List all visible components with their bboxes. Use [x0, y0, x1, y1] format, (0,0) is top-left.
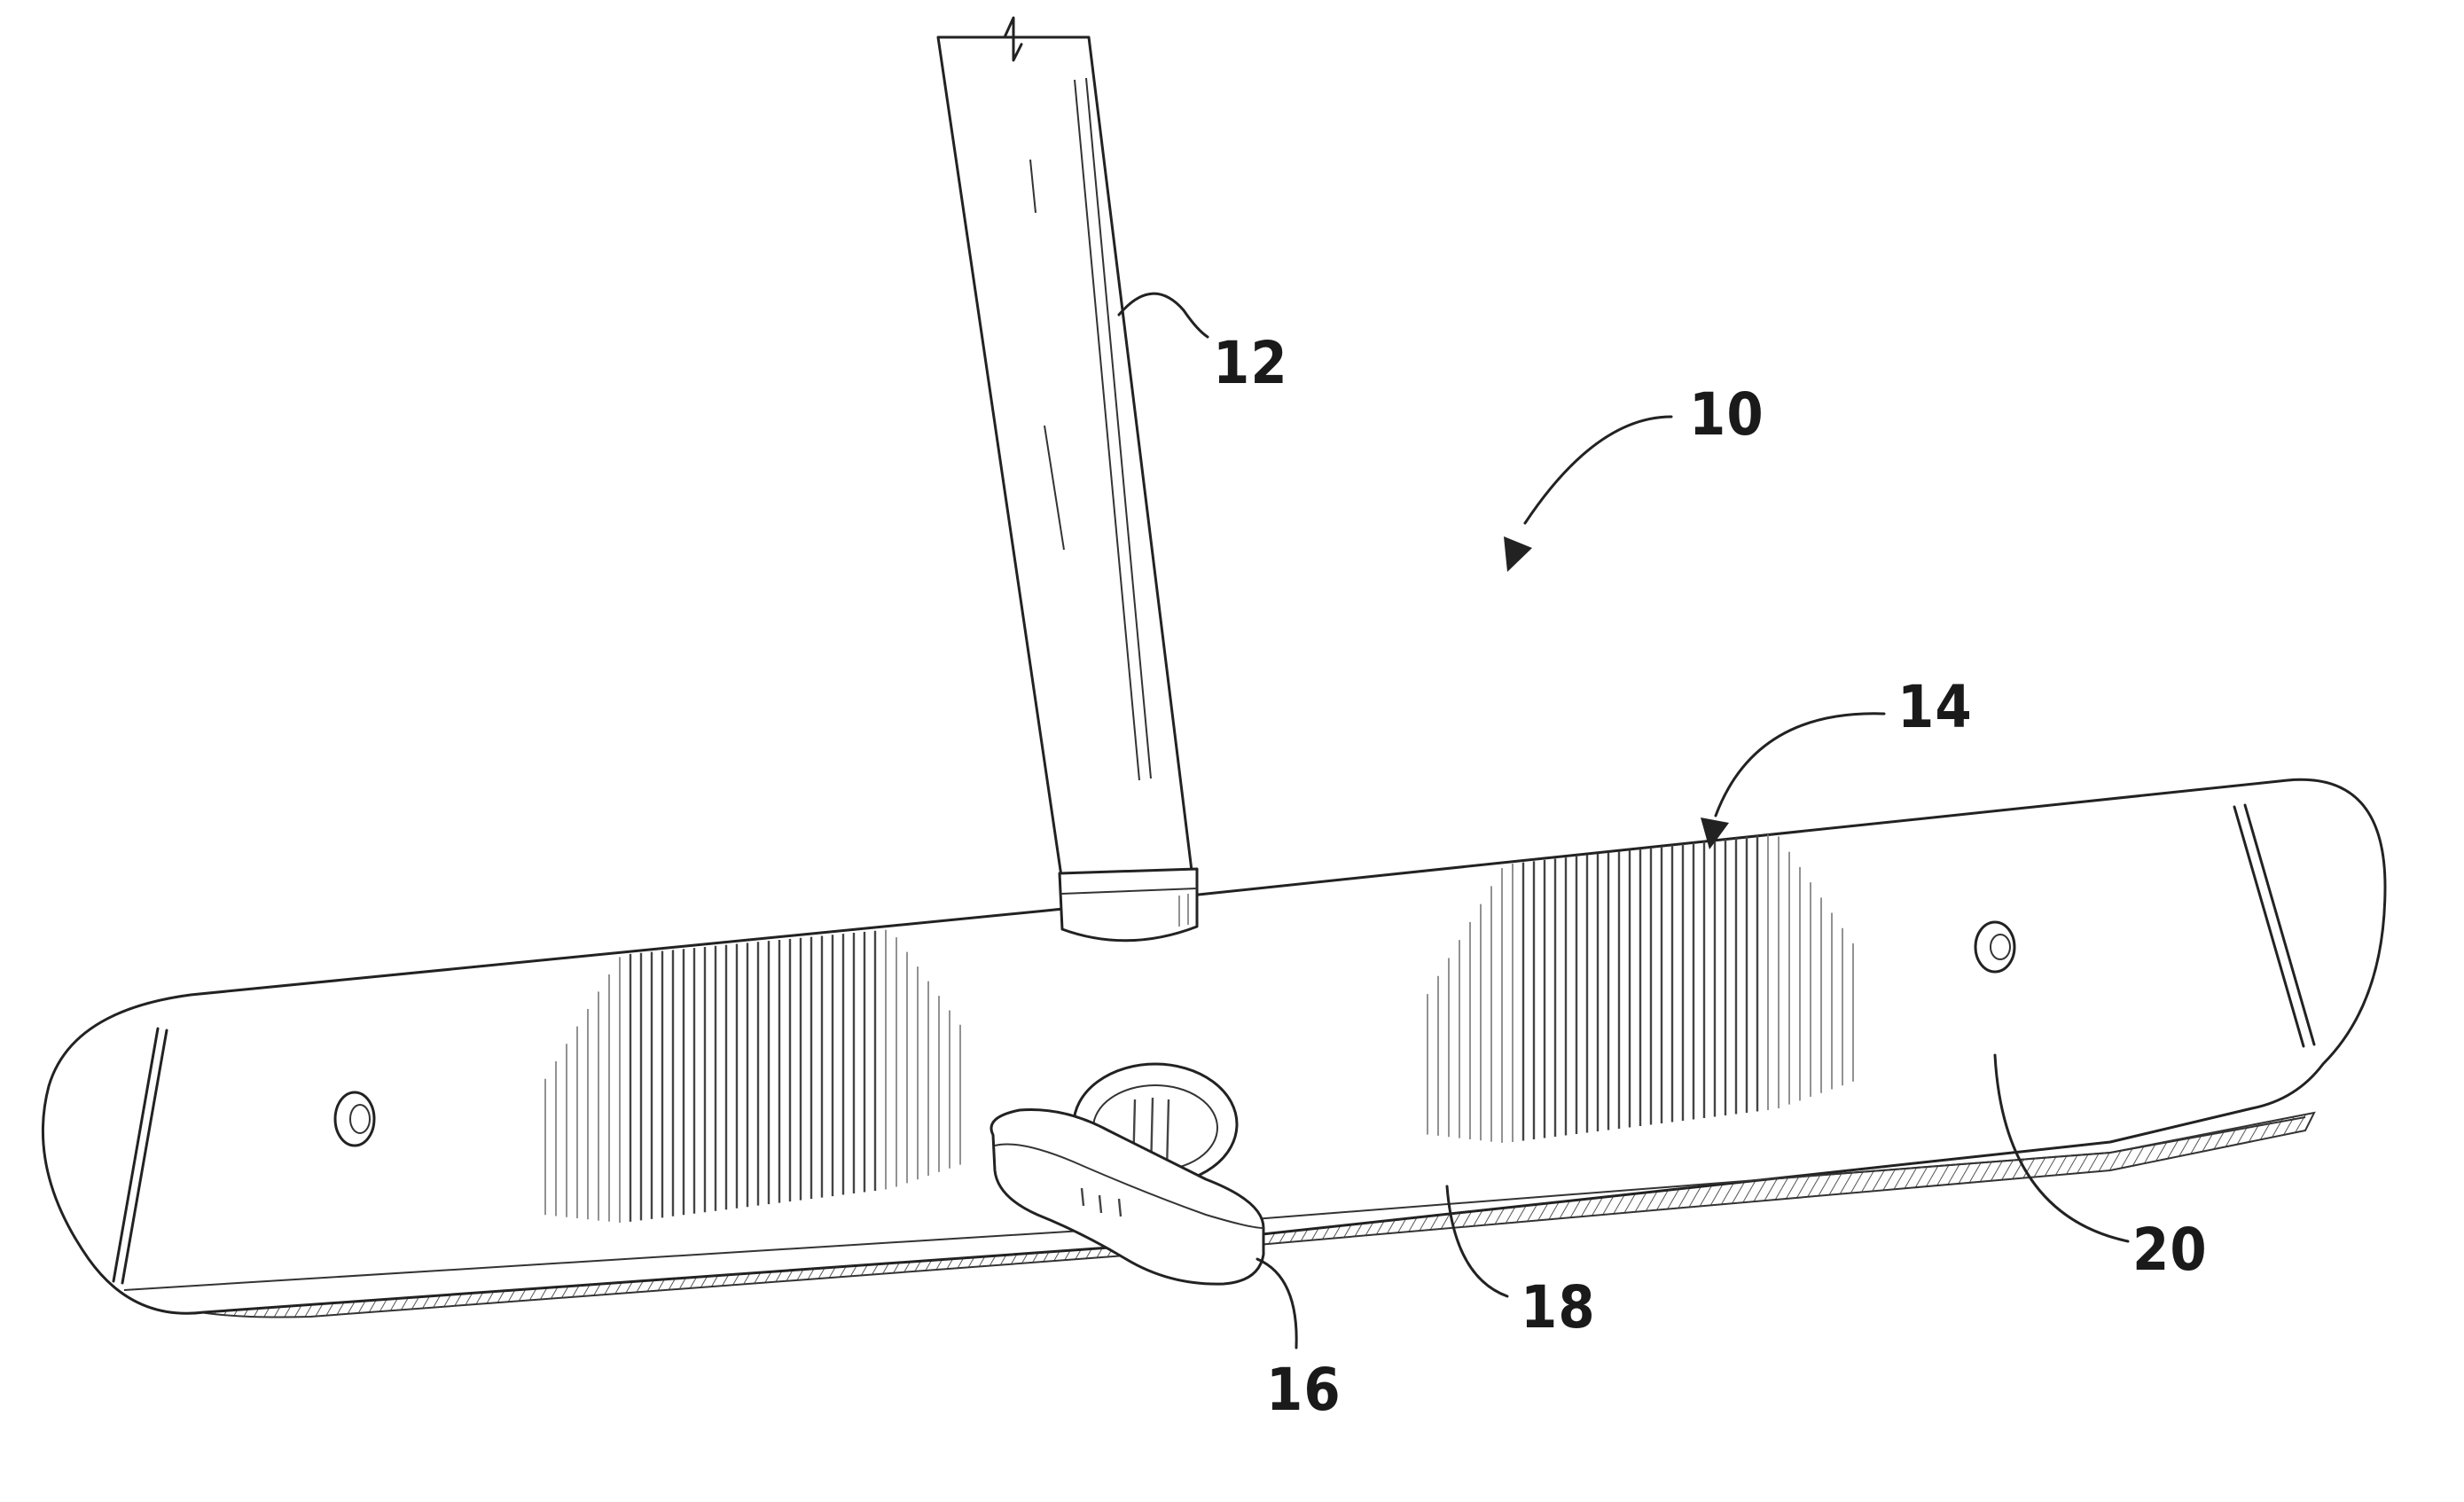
leader-14 [1716, 714, 1884, 816]
arrow-head-10 [1504, 536, 1532, 572]
label-12: 12 [1213, 329, 1288, 397]
leader-10 [1525, 417, 1671, 523]
label-18: 18 [1521, 1273, 1596, 1342]
label-16: 16 [1266, 1356, 1342, 1424]
handle-shaft [938, 37, 1193, 882]
handle-collar [1060, 869, 1197, 941]
label-14: 14 [1897, 673, 1973, 741]
label-20: 20 [2132, 1216, 2208, 1284]
leader-12 [1119, 293, 1208, 337]
handle [938, 18, 1197, 941]
leader-16 [1257, 1259, 1296, 1348]
label-10: 10 [1689, 380, 1764, 449]
